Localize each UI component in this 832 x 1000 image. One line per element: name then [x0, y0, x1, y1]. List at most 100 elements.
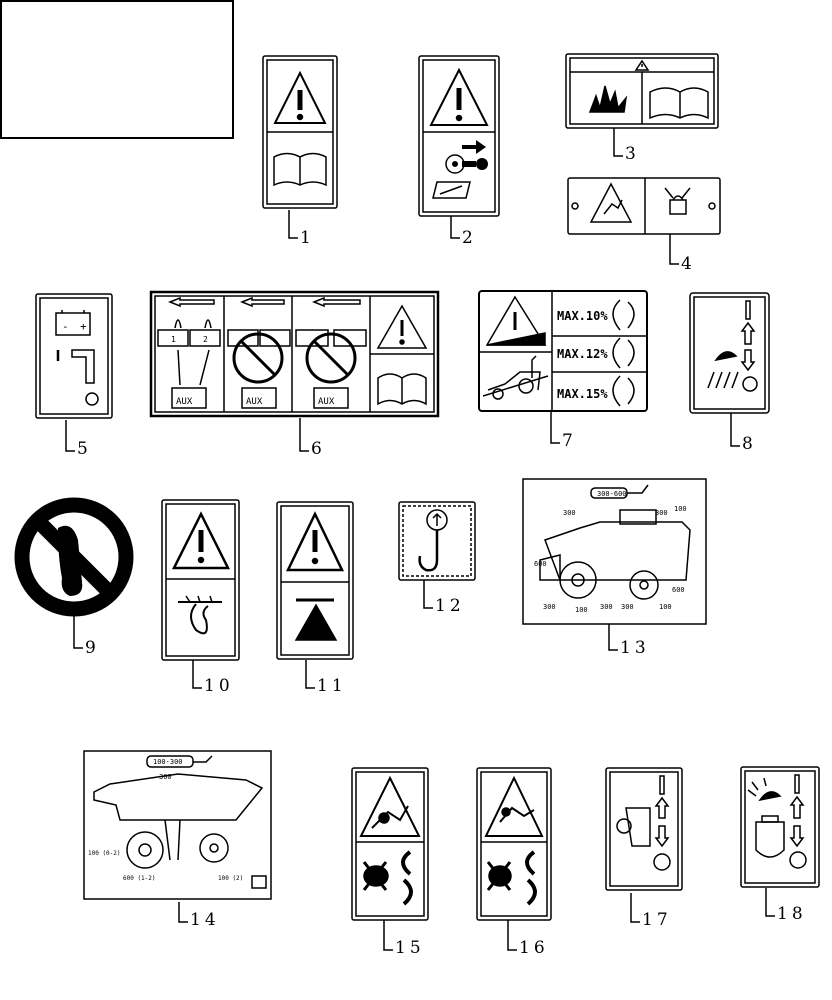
decal-13-val-600-b: 600	[672, 586, 685, 594]
decal-6	[149, 290, 440, 418]
hook-icon	[418, 530, 439, 572]
decal-14-val-300: 300	[159, 773, 172, 781]
callout-11: 11	[317, 676, 347, 696]
blank-frame	[0, 0, 234, 139]
decal-7-max-10: MAX.10%	[557, 309, 608, 323]
decal-2	[418, 55, 500, 217]
decal-11	[276, 501, 354, 660]
decal-13-val-300-a: 300	[563, 509, 576, 517]
fall-hazard-icon	[589, 182, 633, 223]
worklight-icon	[714, 351, 738, 362]
callout-7: 7	[562, 431, 577, 451]
callout-16: 16	[519, 938, 549, 958]
decal-7-max-12: MAX.12%	[557, 347, 608, 361]
callout-5: 5	[77, 439, 92, 459]
decal-8	[689, 292, 770, 414]
callout-2: 2	[462, 228, 477, 248]
worklight-icon	[758, 791, 782, 802]
decal-13-val-600-a: 600	[534, 560, 547, 568]
chain-lock-icon	[664, 187, 691, 199]
decal-14-label-b: 600 (1-2)	[123, 875, 156, 882]
manual-book-icon	[649, 87, 709, 120]
decal-14-label-a: 100 (0-2)	[88, 850, 121, 857]
callout-10: 10	[204, 676, 234, 696]
callout-17: 17	[642, 910, 672, 930]
warning-triangle-icon	[273, 70, 327, 124]
decal-17	[605, 767, 683, 891]
battery-icon	[55, 312, 91, 336]
arrow-up-icon	[654, 796, 670, 819]
callout-12: 12	[435, 596, 465, 616]
decal-13-val-300-d: 300	[600, 603, 613, 611]
entanglement-icon	[190, 603, 209, 635]
light-lamp-icon	[755, 821, 785, 858]
decal-13	[522, 478, 707, 625]
rotation-arrows-icon	[525, 850, 537, 906]
decal-15	[351, 767, 429, 921]
callout-3: 3	[625, 144, 640, 164]
manual-book-icon	[273, 152, 327, 187]
decal-13-val-300-c: 300	[543, 603, 556, 611]
decal-13-val-300-e: 300	[621, 603, 634, 611]
no-step-icon	[14, 497, 134, 617]
rotation-icon-c	[612, 375, 635, 407]
decal-13-gun-range: 300-600	[597, 490, 627, 498]
callout-13: 13	[620, 638, 650, 658]
decal-4	[567, 177, 721, 235]
combine-harvester-icon	[544, 521, 691, 581]
arrow-left-icon	[311, 296, 361, 308]
footprint-icon	[58, 525, 83, 596]
rotation-icon-b	[612, 337, 635, 369]
callout-18: 18	[777, 904, 807, 924]
decal-14	[83, 750, 272, 900]
warning-triangle-icon	[376, 304, 428, 349]
decal-18	[740, 766, 820, 888]
decal-7	[478, 290, 648, 412]
battery-2-icon	[189, 329, 221, 347]
manual-book-icon	[377, 373, 427, 406]
jack-point-icon	[294, 603, 338, 641]
prohibited-icon	[232, 332, 284, 384]
decal-6-aux-3: AUX	[318, 397, 335, 407]
arrow-right-icon	[462, 140, 486, 154]
decal-6-pin-2: 2	[203, 335, 208, 344]
decal-5	[35, 293, 113, 419]
decal-3	[565, 53, 719, 129]
decal-6-pin-1: 1	[171, 335, 176, 344]
combine-side-icon	[93, 773, 264, 821]
switch-key-icon	[71, 349, 95, 384]
decal-13-val-100-a: 100	[674, 505, 687, 513]
arrow-down-icon	[654, 825, 670, 848]
callout-6: 6	[311, 439, 326, 459]
arrow-left-icon	[167, 296, 215, 308]
decal-16	[476, 767, 552, 921]
decal-13-val-300-b: 300	[655, 509, 668, 517]
decal-14-gun-range: 100-300	[153, 758, 183, 766]
arrow-up-icon	[789, 795, 805, 819]
decal-5-minus: -	[62, 320, 69, 333]
callout-14: 14	[190, 910, 220, 930]
manual-tool-icon	[432, 181, 471, 199]
decal-7-max-15: MAX.15%	[557, 387, 608, 401]
arrow-left-icon	[239, 296, 285, 308]
warning-triangle-icon	[171, 511, 231, 570]
callout-8: 8	[742, 434, 757, 454]
crush-hazard-triangle-icon	[359, 775, 421, 837]
arrow-up-icon	[740, 321, 756, 345]
decal-10	[161, 499, 240, 661]
entanglement-triangle-icon	[484, 775, 544, 837]
decal-14-label-c: 100 (2)	[218, 875, 243, 882]
explosion-icon	[588, 85, 628, 113]
decal-6-aux-1: AUX	[176, 397, 193, 407]
callout-1: 1	[300, 228, 315, 248]
decal-6-aux-2: AUX	[246, 397, 263, 407]
battery-1-icon	[157, 329, 189, 347]
header-reel-icon	[625, 807, 651, 847]
decal-5-plus: +	[80, 320, 87, 333]
prohibited-icon	[305, 332, 357, 384]
warning-triangle-icon	[286, 511, 344, 572]
decal-1	[262, 55, 338, 209]
decal-9	[14, 497, 134, 617]
arrow-down-icon	[740, 349, 756, 372]
